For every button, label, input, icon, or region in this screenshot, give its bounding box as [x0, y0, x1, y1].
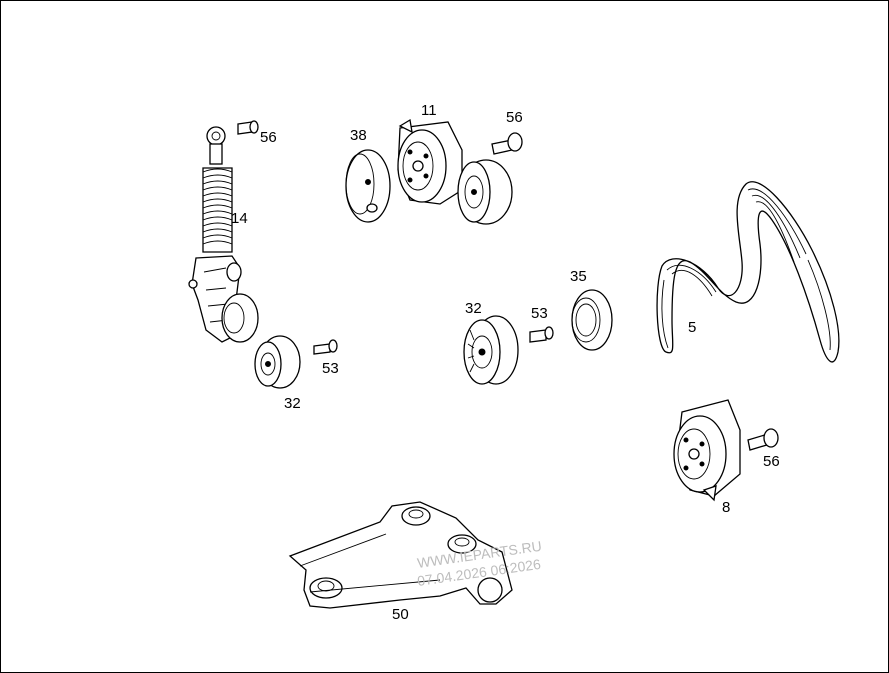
tensioner-14-part[interactable] [188, 126, 259, 343]
label-53-left: 53 [322, 360, 339, 377]
label-8: 8 [722, 499, 730, 516]
tensioner-8-part[interactable] [673, 399, 741, 502]
label-11: 11 [421, 102, 437, 119]
label-32-left: 32 [284, 395, 301, 412]
label-56-right: 56 [763, 453, 780, 470]
label-56-left: 56 [260, 129, 277, 146]
label-5: 5 [688, 319, 696, 336]
label-14: 14 [231, 210, 248, 227]
label-50: 50 [392, 606, 409, 623]
idler-32-left-part[interactable] [254, 335, 301, 389]
bolt-53-mid-part[interactable] [529, 326, 554, 343]
bracket-50-part[interactable] [288, 501, 513, 609]
bolt-56-left-part[interactable] [237, 120, 259, 135]
belt-5-part[interactable] [656, 181, 840, 363]
idler-32-mid-part[interactable] [463, 315, 519, 385]
cover-35-part[interactable] [571, 289, 613, 351]
label-56-top: 56 [506, 109, 523, 126]
tensioner-11-part[interactable] [397, 118, 513, 225]
label-53-mid: 53 [531, 305, 548, 322]
spacer-38-part[interactable] [345, 149, 391, 223]
label-32-mid: 32 [465, 300, 482, 317]
label-38: 38 [350, 127, 367, 144]
bolt-56-top-part[interactable] [491, 132, 523, 155]
bolt-53-left-part[interactable] [313, 339, 338, 355]
label-35: 35 [570, 268, 587, 285]
bolt-56-right-part[interactable] [747, 428, 779, 451]
